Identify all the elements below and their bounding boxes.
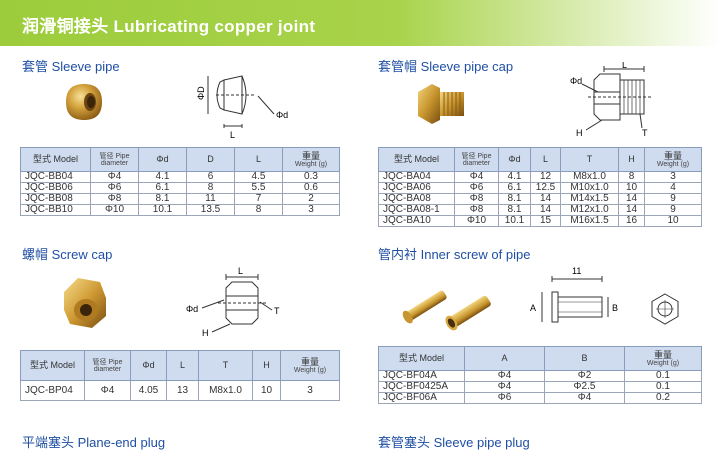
inner-screw-photo [402,290,491,331]
column-header: Φd [498,147,531,172]
sleeve-pipe-label-L: L [230,130,235,140]
column-header: 型式 Model [378,346,465,371]
inner-screw-end-view [651,293,679,325]
cap-label-d: Φd [570,76,582,86]
screw-cap-drawing: Φd L H T [186,266,280,338]
column-header: Φd [138,147,187,172]
section-title-screw-cap: 螺帽 Screw cap [22,247,113,262]
sleeve-pipe-label-D: ΦD [196,86,206,100]
header-banner: 润滑铜接头 Lubricating copper joint [0,0,720,46]
inner-screw-label-A: A [530,303,536,313]
section-title-inner-screw: 管内衬 Inner screw of pipe [378,247,531,262]
inner-screw-drawing: 11 A B [530,266,618,323]
section-title-sleeve-pipe-plug: 套管塞头 Sleeve pipe plug [378,435,530,450]
page-title: 润滑铜接头 Lubricating copper joint [22,17,316,36]
screw-cap-label-T: T [274,306,280,316]
column-header: L [166,350,199,381]
column-header: 型式 Model [378,147,455,172]
column-header: L [234,147,283,172]
column-header: 管径 Pipe diameter [84,350,131,381]
column-header: 型式 Model [20,350,85,381]
cap-label-T: T [642,128,648,138]
screw-cap-photo [64,278,106,328]
column-header: 管径 Pipe diameter [454,147,499,172]
column-header: D [186,147,235,172]
column-header: H [252,350,281,381]
column-header: A [464,346,545,371]
column-header: H [618,147,645,172]
sleeve-pipe-drawing: ΦD Φd L [196,75,288,140]
column-header: Φd [130,350,167,381]
column-header: B [544,346,625,371]
inner-screw-label-length: 11 [572,266,581,276]
screw-cap-label-d: Φd [186,304,198,314]
column-header: 型式 Model [20,147,91,172]
screw-cap-label-L: L [238,266,243,276]
sleeve-pipe-label-d: Φd [276,110,288,120]
column-header: 管径 Pipe diameter [90,147,139,172]
inner-screw-label-B: B [612,303,618,313]
section-title-plane-end-plug: 平端塞头 Plane-end plug [22,435,166,450]
sleeve-pipe-cap-drawing: Φd L H T [570,62,652,138]
cap-label-L: L [622,62,627,70]
sleeve-pipe-cap-photo [418,84,464,124]
column-header: T [560,147,619,172]
section-title-sleeve-pipe-cap: 套管帽 Sleeve pipe cap [378,59,514,74]
sleeve-pipe-photo [66,84,102,120]
column-header: T [198,350,253,381]
screw-cap-label-H: H [202,328,209,338]
column-header: L [530,147,561,172]
cap-label-H: H [576,128,583,138]
section-title-sleeve-pipe: 套管 Sleeve pipe [22,59,120,74]
